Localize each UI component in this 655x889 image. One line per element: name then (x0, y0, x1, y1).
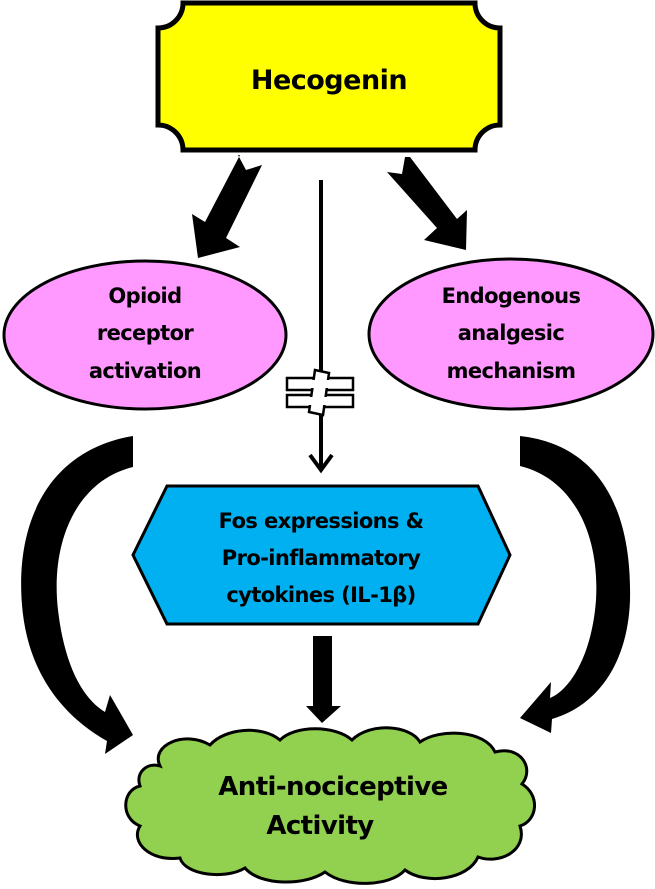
endogenous-label-line3: mechanism (447, 359, 576, 383)
arrow-to-outcome (306, 636, 341, 723)
thin-arrow-head (308, 453, 334, 474)
arrow-to-endogenous (387, 157, 467, 250)
arrow-to-opioid (192, 155, 262, 258)
hecogenin-box (155, 0, 503, 153)
fos-label-line1: Fos expressions & (219, 509, 424, 533)
outcome-label-line2: Activity (266, 811, 374, 841)
endogenous-label-line2: analgesic (458, 321, 565, 345)
opioid-label-line1: Opioid (108, 284, 181, 308)
inhibited-link (285, 180, 355, 474)
opioid-label-line3: activation (89, 359, 201, 383)
outcome-label-line1: Anti-nociceptive (218, 772, 447, 802)
not-equal-icon (285, 368, 355, 417)
hecogenin-label: Hecogenin (251, 65, 407, 96)
anti-nociceptive-node: Anti-nociceptive Activity (124, 726, 536, 885)
curved-arrow-left (21, 436, 133, 754)
fos-hexagon (131, 484, 512, 626)
fos-label-line3: cytokines (IL-1β) (226, 583, 415, 607)
curved-arrow-right (520, 436, 631, 733)
outcome-cloud (124, 726, 536, 885)
hecogenin-node: Hecogenin (155, 0, 503, 153)
endogenous-analgesic-node: Endogenous analgesic mechanism (367, 257, 655, 411)
opioid-receptor-node: Opioid receptor activation (2, 259, 288, 411)
opioid-ellipse (2, 259, 288, 411)
opioid-label-line2: receptor (97, 321, 195, 345)
fos-cytokines-node: Fos expressions & Pro-inflammatory cytok… (131, 484, 512, 626)
endogenous-ellipse (367, 257, 655, 411)
endogenous-label-line1: Endogenous (442, 284, 581, 308)
fos-label-line2: Pro-inflammatory (222, 546, 421, 570)
